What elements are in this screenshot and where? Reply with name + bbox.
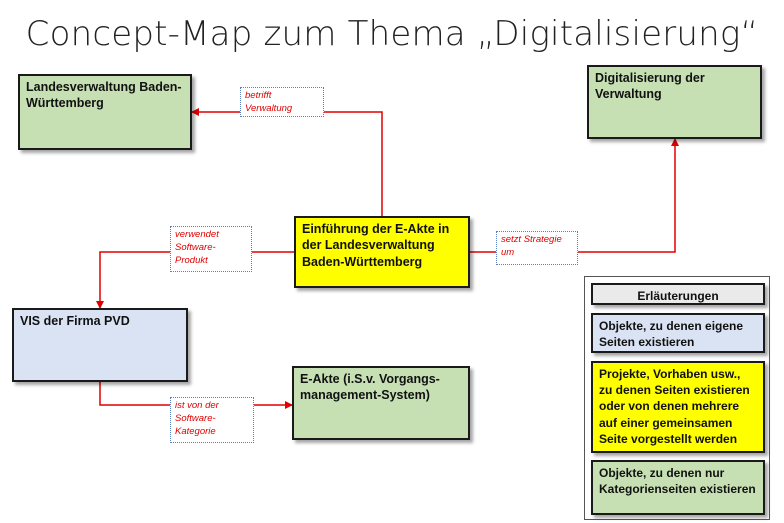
node-vis: VIS der Firma PVD — [12, 308, 188, 382]
node-landesverwaltung-label: Landesverwaltung Baden-Württemberg — [26, 80, 182, 111]
edge-label-setzt: setzt Strategie um — [496, 231, 578, 265]
legend-item-categories: Objekte, zu denen nur Kategorienseiten e… — [591, 460, 765, 515]
legend-box: Erläuterungen Objekte, zu denen eigene S… — [584, 276, 770, 520]
node-eakte: E-Akte (i.S.v. Vorgangs-management-Syste… — [292, 366, 470, 440]
connector-betrifft — [191, 108, 383, 216]
node-vis-label: VIS der Firma PVD — [20, 314, 130, 328]
page-title: Concept-Map zum Thema „Digitalisierung“ — [25, 14, 759, 54]
node-eakte-label: E-Akte (i.S.v. Vorgangs-management-Syste… — [300, 372, 440, 403]
legend-title: Erläuterungen — [591, 283, 765, 305]
node-digitalisierung-label: Digitalisierung der Verwaltung — [595, 71, 705, 102]
node-landesverwaltung: Landesverwaltung Baden-Württemberg — [18, 74, 192, 150]
legend-item-projects: Projekte, Vorhaben usw., zu denen Seiten… — [591, 361, 765, 453]
edge-label-istvon: ist von der Software-Kategorie — [170, 397, 254, 443]
edge-label-betrifft: betrifft Verwaltung — [240, 87, 324, 117]
legend-item-objects: Objekte, zu denen eigene Seiten existier… — [591, 313, 765, 353]
node-einfuehrung-label: Einführung der E-Akte in der Landesverwa… — [302, 222, 450, 269]
node-einfuehrung: Einführung der E-Akte in der Landesverwa… — [294, 216, 470, 288]
node-digitalisierung: Digitalisierung der Verwaltung — [587, 65, 762, 139]
edge-label-verwendet: verwendet Software-Produkt — [170, 226, 252, 272]
